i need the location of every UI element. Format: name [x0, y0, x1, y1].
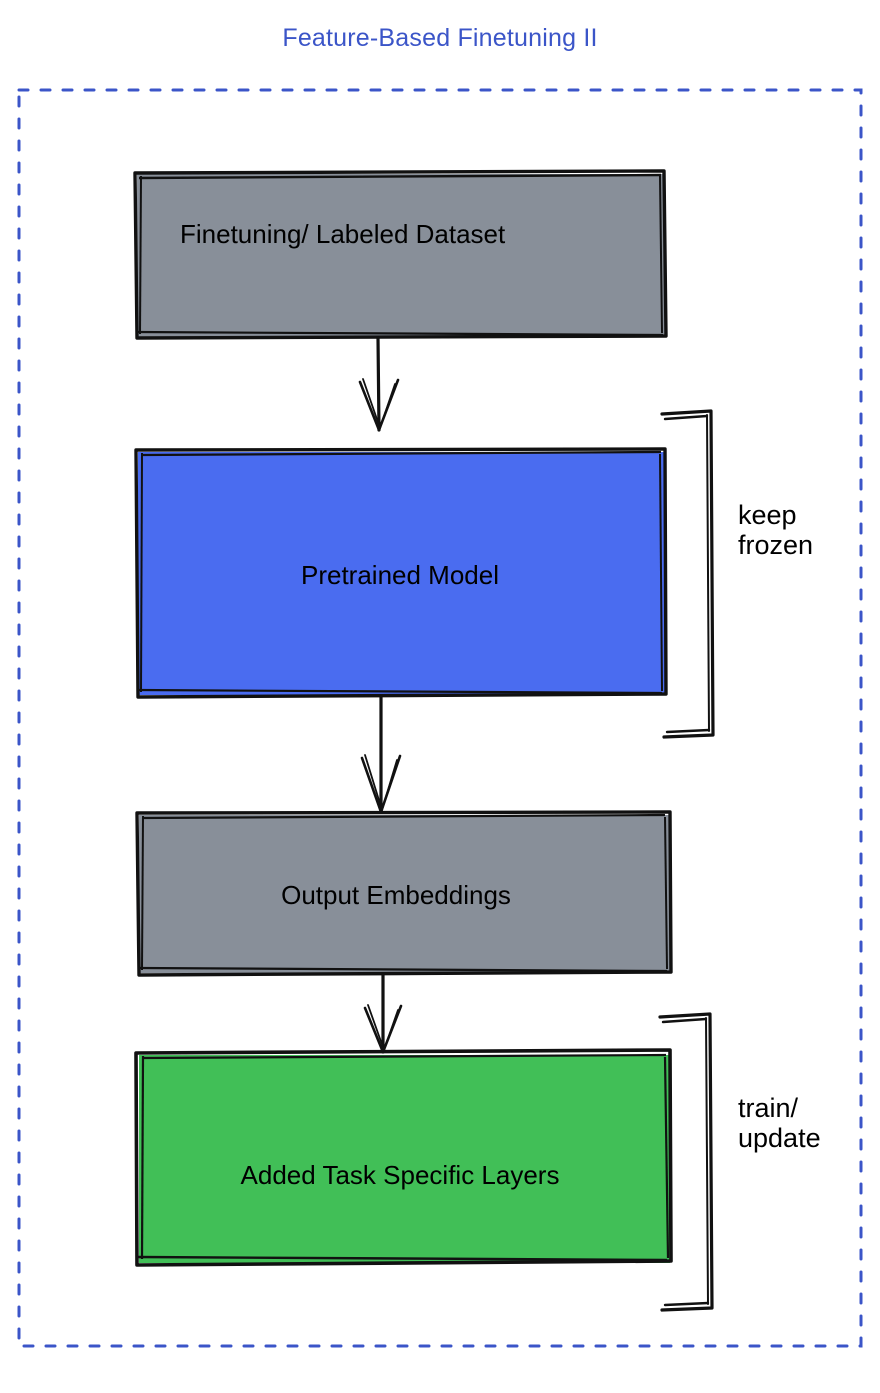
arrow-dataset-to-pretrained	[358, 336, 400, 432]
node-dataset[interactable]	[133, 169, 668, 340]
annotation-train-update: train/ update	[738, 1093, 821, 1154]
bracket-train-update	[658, 1012, 714, 1312]
annotation-keep-frozen: keep frozen	[738, 500, 814, 561]
arrow-embeddings-to-task-layers	[363, 973, 403, 1054]
page-title: Feature-Based Finetuning II	[282, 24, 598, 52]
node-embeddings[interactable]	[135, 810, 673, 977]
dashed-container-border	[17, 88, 863, 1348]
arrow-pretrained-to-embeddings	[360, 695, 402, 814]
bracket-keep-frozen	[660, 409, 715, 739]
node-pretrained[interactable]	[134, 447, 668, 699]
node-task-layers[interactable]	[134, 1048, 673, 1267]
